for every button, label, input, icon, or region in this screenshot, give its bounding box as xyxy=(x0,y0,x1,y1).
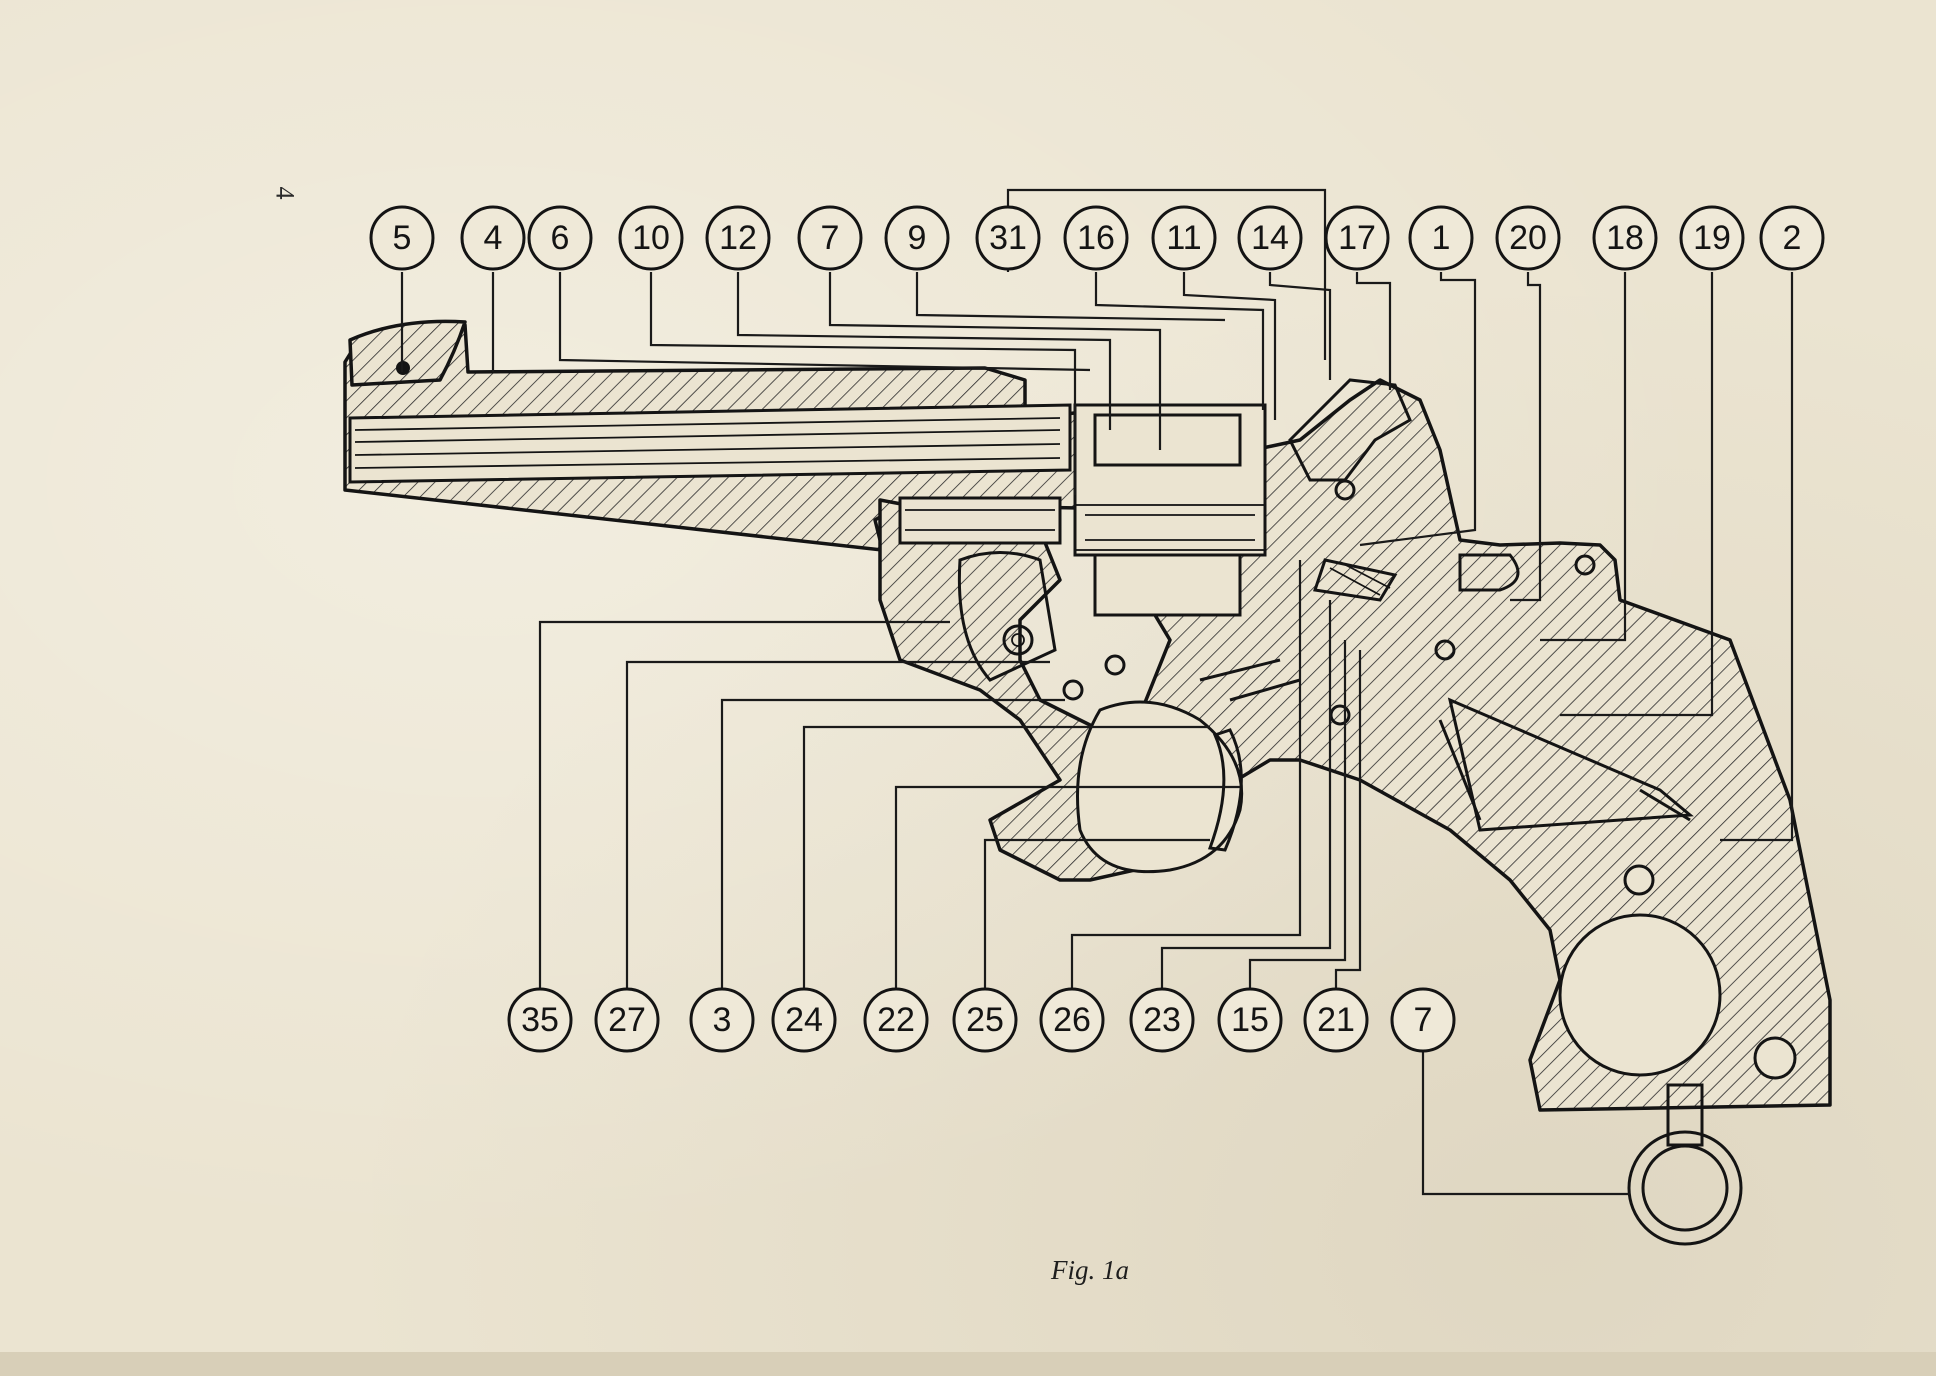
svg-text:31: 31 xyxy=(989,219,1027,257)
callout-top-11: 11 xyxy=(1151,205,1217,271)
rifling-lines xyxy=(354,417,1061,469)
callout-top-17: 17 xyxy=(1324,205,1390,271)
callout-top-19: 19 xyxy=(1679,205,1745,271)
cylinder xyxy=(1073,403,1267,617)
barrel-hinge xyxy=(957,551,1057,682)
callout-top-2: 2 xyxy=(1759,205,1825,271)
svg-text:7: 7 xyxy=(821,219,840,257)
svg-text:27: 27 xyxy=(608,1001,646,1039)
callout-bottom-23: 23 xyxy=(1129,987,1195,1053)
svg-text:7: 7 xyxy=(1414,1001,1433,1039)
svg-text:4: 4 xyxy=(484,219,503,257)
svg-text:16: 16 xyxy=(1077,219,1115,257)
callout-top-4: 4 xyxy=(460,205,526,271)
svg-text:9: 9 xyxy=(908,219,927,257)
callout-bottom-27: 27 xyxy=(594,987,660,1053)
svg-text:17: 17 xyxy=(1338,219,1376,257)
svg-text:14: 14 xyxy=(1251,219,1289,257)
barrel-bore xyxy=(348,403,1072,484)
callout-top-5: 5 xyxy=(369,205,435,271)
svg-text:25: 25 xyxy=(966,1001,1004,1039)
svg-text:35: 35 xyxy=(521,1001,559,1039)
front-sight xyxy=(348,319,467,387)
callout-top-1: 1 xyxy=(1408,205,1474,271)
svg-text:10: 10 xyxy=(632,219,670,257)
mainspring xyxy=(1438,697,1694,832)
lanyard-ring xyxy=(1627,1083,1743,1246)
callout-bottom-21: 21 xyxy=(1303,987,1369,1053)
svg-text:5: 5 xyxy=(393,219,412,257)
grip-hole xyxy=(1753,1036,1797,1080)
grip-screw-hole xyxy=(1623,864,1655,896)
callout-top-18: 18 xyxy=(1592,205,1658,271)
callout-top-12: 12 xyxy=(705,205,771,271)
callout-top-10: 10 xyxy=(618,205,684,271)
leader-lines xyxy=(400,188,1794,1196)
callout-bottom-25: 25 xyxy=(952,987,1018,1053)
svg-text:2: 2 xyxy=(1783,219,1802,257)
callouts-top: 5 4 6 10 12 7 9 31 16 11 14 17 1 20 18 1… xyxy=(369,205,1825,271)
svg-text:6: 6 xyxy=(551,219,570,257)
callout-top-7: 7 xyxy=(797,205,863,271)
svg-text:1: 1 xyxy=(1432,219,1451,257)
callout-bottom-15: 15 xyxy=(1217,987,1283,1053)
callouts-bottom: 35 27 3 24 22 25 26 23 15 21 7 xyxy=(507,987,1456,1053)
svg-text:26: 26 xyxy=(1053,1001,1091,1039)
svg-text:19: 19 xyxy=(1693,219,1731,257)
callout-bottom-22: 22 xyxy=(863,987,929,1053)
svg-text:22: 22 xyxy=(877,1001,915,1039)
callout-bottom-35: 35 xyxy=(507,987,573,1053)
page-edge xyxy=(0,1352,1936,1376)
callout-top-14: 14 xyxy=(1237,205,1303,271)
callout-bottom-24: 24 xyxy=(771,987,837,1053)
svg-text:11: 11 xyxy=(1166,219,1201,257)
hammer xyxy=(1288,378,1412,482)
grip-medallion xyxy=(1558,913,1722,1077)
callout-top-9: 9 xyxy=(884,205,950,271)
svg-text:18: 18 xyxy=(1606,219,1644,257)
svg-text:21: 21 xyxy=(1317,1001,1355,1039)
callout-bottom-26: 26 xyxy=(1039,987,1105,1053)
svg-text:23: 23 xyxy=(1143,1001,1181,1039)
callout-top-16: 16 xyxy=(1063,205,1129,271)
callout-bottom-7: 7 xyxy=(1390,987,1456,1053)
svg-text:12: 12 xyxy=(719,219,757,257)
frame-details xyxy=(1062,479,1596,726)
callout-top-20: 20 xyxy=(1495,205,1561,271)
callout-top-31: 31 xyxy=(975,205,1041,271)
figure-caption: Fig. 1a xyxy=(1051,1255,1129,1285)
svg-text:24: 24 xyxy=(785,1001,823,1039)
svg-text:3: 3 xyxy=(713,1001,732,1039)
callout-top-6: 6 xyxy=(527,205,593,271)
revolver-body xyxy=(343,319,1832,1246)
svg-text:15: 15 xyxy=(1231,1001,1269,1039)
ejector-rod xyxy=(898,496,1062,545)
callout-bottom-3: 3 xyxy=(689,987,755,1053)
svg-text:20: 20 xyxy=(1509,219,1547,257)
trigger xyxy=(1207,728,1243,852)
